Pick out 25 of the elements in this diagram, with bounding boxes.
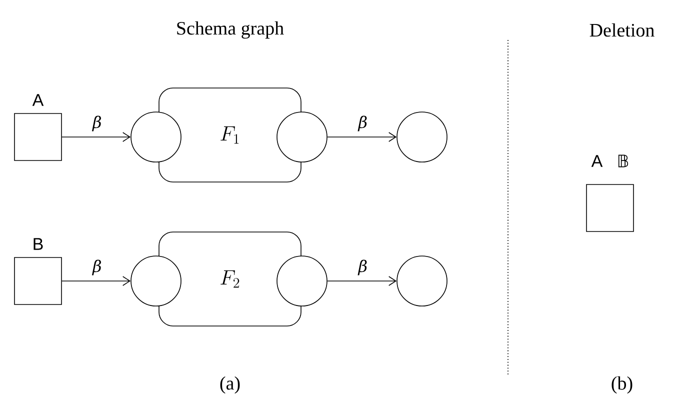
arrow (62, 132, 131, 142)
node-label: A (591, 155, 603, 167)
circle-node (396, 112, 448, 162)
edge-label: β (358, 260, 367, 276)
panel-heading: Schema graph (177, 21, 284, 39)
circle-node (276, 112, 328, 162)
square-node: A (14, 94, 62, 161)
node-label: 𝔹 (618, 154, 628, 168)
edge-label: β (92, 116, 102, 132)
panel-heading: Deletion (590, 23, 654, 37)
circle-node (130, 112, 182, 162)
arrow (327, 132, 397, 142)
circle-node (396, 256, 448, 306)
square-node: B (14, 238, 62, 305)
circle-node (130, 256, 182, 306)
edge-label: β (358, 116, 367, 132)
panel-caption: (a) (220, 376, 240, 394)
panel-caption: (b) (612, 376, 632, 394)
node-label: B (34, 238, 43, 250)
circle-node (276, 256, 328, 306)
edge-label: β (92, 260, 102, 276)
square-node: A 𝔹 (586, 154, 634, 232)
arrow (62, 276, 131, 286)
node-label: A (32, 94, 44, 106)
arrow (327, 276, 397, 286)
